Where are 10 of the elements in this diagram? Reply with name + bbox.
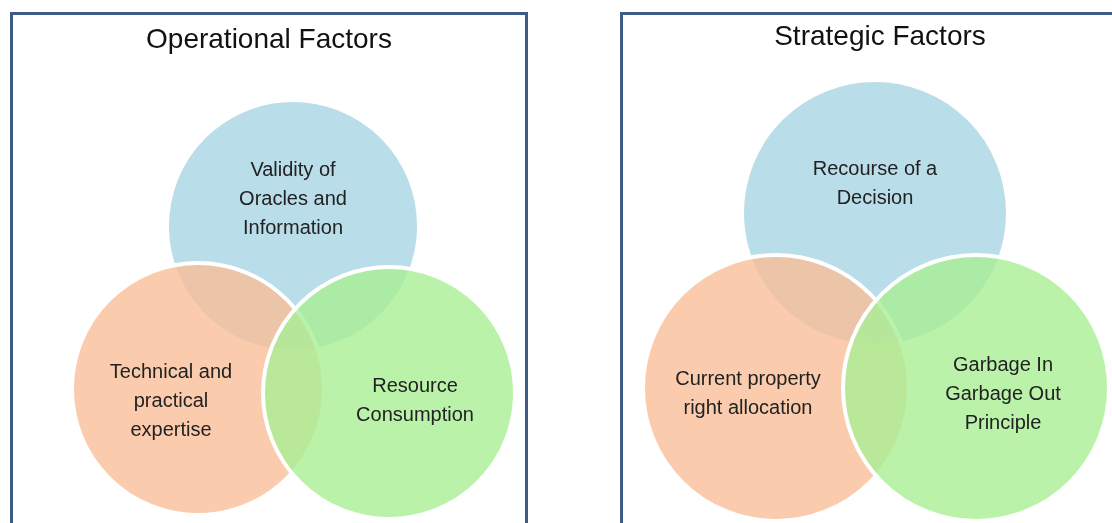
circle-label: Resource Consumption	[355, 373, 475, 427]
circle-label: Validity of Oracles and Information	[238, 156, 348, 240]
circle-label: Garbage In Garbage Out Principle	[944, 351, 1062, 435]
panel-frame	[10, 12, 528, 523]
panel-frame	[620, 12, 1112, 523]
panel-title: Operational Factors	[145, 23, 393, 55]
circle-label: Technical and practical expertise	[108, 358, 234, 442]
circle-label: Current property right allocation	[674, 366, 822, 420]
circle-label: Recourse of a Decision	[811, 156, 939, 210]
panel-title: Strategic Factors	[773, 20, 987, 52]
